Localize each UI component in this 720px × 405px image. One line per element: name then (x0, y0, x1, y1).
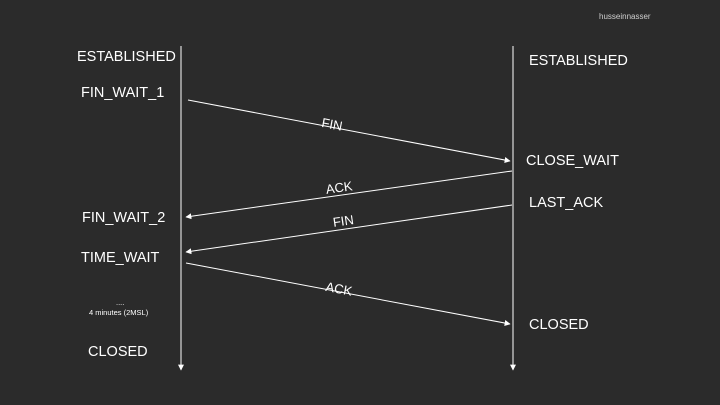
server-state-close-wait: CLOSE_WAIT (526, 153, 619, 169)
ack-arrow-2 (185, 262, 511, 326)
client-state-fin-wait-2: FIN_WAIT_2 (82, 210, 166, 226)
message-label-fin-1: FIN (320, 115, 344, 134)
client-state-established: ESTABLISHED (77, 49, 176, 65)
fin-arrow-2 (185, 204, 513, 255)
watermark-text: husseinnasser (599, 12, 651, 21)
server-state-established: ESTABLISHED (529, 53, 628, 69)
fin-arrow-1 (187, 99, 511, 163)
client-state-closed: CLOSED (88, 344, 148, 360)
server-state-last-ack: LAST_ACK (529, 195, 604, 211)
ack-arrow-1 (185, 170, 513, 220)
wait-note-text: 4 minutes (2MSL) (89, 308, 149, 317)
message-label-fin-2: FIN (331, 212, 355, 230)
wait-note-dots: .... (116, 298, 125, 307)
client-state-time-wait: TIME_WAIT (81, 250, 160, 266)
message-label-ack-1: ACK (324, 178, 354, 197)
client-state-fin-wait-1: FIN_WAIT_1 (81, 85, 165, 101)
server-state-closed: CLOSED (529, 317, 589, 333)
